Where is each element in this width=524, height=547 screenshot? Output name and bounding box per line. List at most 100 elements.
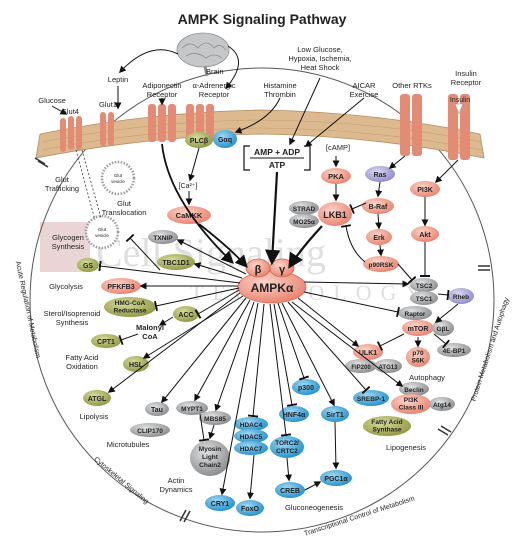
plcb-node[interactable] xyxy=(185,132,213,148)
hmgcoa-node[interactable] xyxy=(104,297,156,317)
sirt1-node[interactable] xyxy=(321,406,349,422)
clip170-node[interactable] xyxy=(130,423,170,437)
glut1-transporter xyxy=(100,112,114,146)
pfkfb3-node[interactable] xyxy=(101,278,141,294)
tsc1-label: TSC1 xyxy=(416,296,433,303)
acc-node[interactable] xyxy=(173,306,199,322)
fip200-label: FIP200 xyxy=(351,365,371,371)
mo25-node[interactable] xyxy=(289,214,319,228)
creb-node[interactable] xyxy=(275,482,305,498)
svg-text:Glut: Glut xyxy=(98,227,107,232)
lkb1-node[interactable] xyxy=(318,202,352,226)
glut4-dashed-a xyxy=(75,149,96,221)
ca-label: [Ca²⁺] xyxy=(179,183,198,190)
tbc1d1-node[interactable] xyxy=(157,254,195,270)
glut-vesicle-bottom: Glut vesicle xyxy=(84,214,120,250)
watermark: Cell Signaling TECHNOLOGY xyxy=(40,222,421,305)
creb-label: CREB xyxy=(280,488,300,495)
braf-node[interactable] xyxy=(362,198,394,214)
p70s6k-node[interactable] xyxy=(406,347,430,367)
glycolysis-label: Glycolysis xyxy=(49,282,83,291)
pgc1a-label: PGC1α xyxy=(324,476,348,483)
pi3k-node[interactable] xyxy=(410,181,440,197)
section-protein-label: Protein Metabolism and Autophagy xyxy=(470,296,510,402)
pi3k-class3-node[interactable] xyxy=(391,394,431,414)
atg14-node[interactable] xyxy=(429,397,455,411)
glut1-label: Glut1 xyxy=(99,100,117,109)
strad-label: STRAD xyxy=(293,206,316,213)
glut4-dashed-b xyxy=(81,149,102,219)
gs-node[interactable] xyxy=(77,258,99,272)
raptor-node[interactable] xyxy=(398,306,432,320)
p300-node[interactable] xyxy=(292,379,320,395)
pgc1a-node[interactable] xyxy=(320,470,352,486)
hdac5-node[interactable] xyxy=(234,429,268,443)
microtubules-label: Microtubules xyxy=(107,440,150,449)
mo25-label: MO25α xyxy=(293,219,315,226)
section-acute-label: Acute Regulation of Metabolism xyxy=(14,261,41,359)
tbc1d1-label: TBC1D1 xyxy=(162,260,189,267)
beclin-node[interactable] xyxy=(399,382,429,396)
insulin-label: Insulin xyxy=(450,97,470,104)
hdac4-label: HDAC4 xyxy=(240,422,263,429)
myosin-node[interactable] xyxy=(190,440,230,476)
glucose-label: Glucose xyxy=(38,96,66,105)
tsc2-node[interactable] xyxy=(410,278,438,292)
rheb-label: Rheb xyxy=(453,294,469,301)
txnip-node[interactable] xyxy=(148,230,178,244)
atgl-node[interactable] xyxy=(83,390,111,406)
tau-label: Tau xyxy=(151,407,163,414)
cpt1-label: CPT1 xyxy=(97,339,115,346)
gbl-node[interactable] xyxy=(432,320,454,336)
p300-label: p300 xyxy=(298,385,314,392)
mtor-node[interactable] xyxy=(402,320,434,336)
tau-node[interactable] xyxy=(145,402,169,416)
gaq-node[interactable] xyxy=(213,130,237,148)
fip200-node[interactable] xyxy=(345,359,377,373)
cry1-node[interactable] xyxy=(205,495,235,511)
ulk1-node[interactable] xyxy=(353,344,383,360)
p90rsk-label: p90RSK xyxy=(369,262,394,269)
insulin-receptor xyxy=(448,94,470,160)
rheb-node[interactable] xyxy=(448,288,474,304)
ras-node[interactable] xyxy=(365,166,395,182)
hsl-node[interactable] xyxy=(123,356,149,372)
strad-node[interactable] xyxy=(289,201,319,215)
foxo-node[interactable] xyxy=(236,500,264,516)
erk-node[interactable] xyxy=(366,229,392,245)
akt-node[interactable] xyxy=(411,226,439,242)
ampk-beta-label: β xyxy=(255,264,262,276)
other-rtks-receptor xyxy=(400,94,422,156)
pka-node[interactable] xyxy=(321,168,351,184)
mtor-label: mTOR xyxy=(408,326,429,333)
hdac5-label: HDAC5 xyxy=(240,434,263,441)
mypt1-node[interactable] xyxy=(176,401,208,415)
fas-node[interactable] xyxy=(363,416,411,436)
p90rsk-node[interactable] xyxy=(363,256,399,272)
erk-label: Erk xyxy=(373,235,384,242)
torc2-node[interactable] xyxy=(270,436,304,458)
ampk-gamma-label: γ xyxy=(279,264,286,276)
ampk-alpha-label: AMPKα xyxy=(251,281,294,295)
low-glucose-label: Low Glucose,Hypoxia, Ischemia,Heat Shock xyxy=(288,45,351,72)
hdac7-node[interactable] xyxy=(234,441,268,455)
hsl-label: HSL xyxy=(129,362,144,369)
tsc1-node[interactable] xyxy=(410,291,438,305)
camkk-node[interactable] xyxy=(167,206,211,224)
hnf4a-node[interactable] xyxy=(279,406,309,422)
atgl-label: ATGL xyxy=(88,396,107,403)
hdac4-node[interactable] xyxy=(234,417,268,431)
other-rtks-label: Other RTKs xyxy=(392,81,432,90)
cpt1-node[interactable] xyxy=(91,334,121,348)
mbs85-node[interactable] xyxy=(199,411,231,425)
akt-label: Akt xyxy=(419,232,431,239)
foxo-label: FoxO xyxy=(241,506,259,513)
